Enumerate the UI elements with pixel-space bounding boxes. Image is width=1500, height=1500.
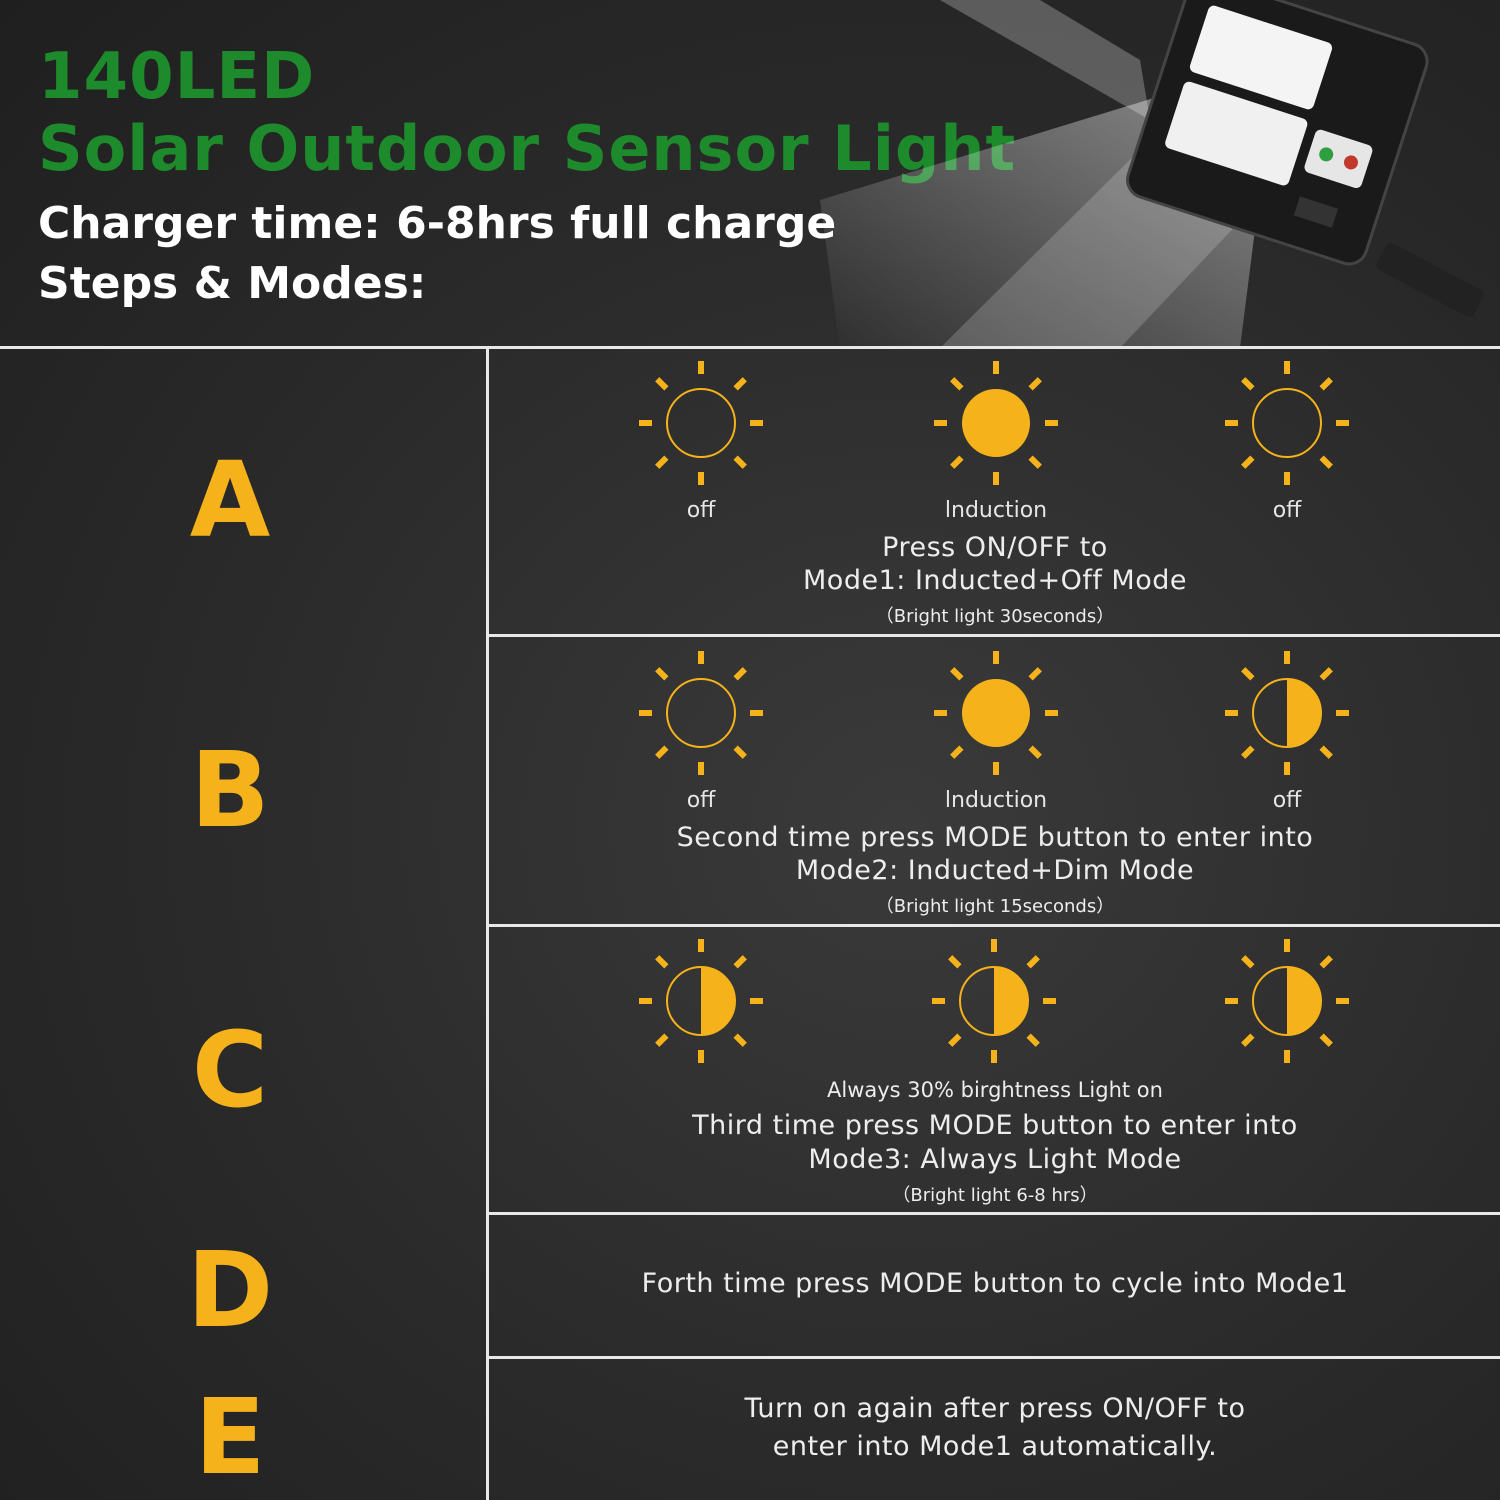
- mode-a-label-3: off: [1272, 498, 1302, 523]
- solar-lamp-image: [820, 0, 1484, 348]
- step-letter-e: E: [194, 1376, 266, 1498]
- mode-b-label-2: lnduction: [944, 788, 1048, 813]
- mode-a-note: （Bright light 30seconds）: [875, 606, 1115, 627]
- mode-a-line2: Mode1: Inducted+Off Mode: [803, 565, 1187, 596]
- mode-c-note: （Bright light 6-8 hrs）: [892, 1185, 1098, 1206]
- step-letter-b: B: [190, 729, 270, 851]
- divider-cd: [488, 1212, 1500, 1215]
- divider-top: [0, 346, 1500, 349]
- mode-b-note: （Bright light 15seconds）: [875, 896, 1115, 917]
- mode-b-line1: Second time press MODE button to enter i…: [676, 822, 1314, 853]
- divider-vertical: [486, 348, 489, 1500]
- mode-b-label-1: off: [686, 788, 716, 813]
- step-letter-d: D: [186, 1229, 274, 1351]
- sun-outline-icon: [636, 648, 766, 778]
- sun-filled-icon: [931, 648, 1061, 778]
- mode-c-caption: Always 30% birghtness Light on: [827, 1078, 1163, 1102]
- steps-label: Steps & Modes:: [38, 258, 427, 309]
- title-line1: 140LED: [38, 40, 316, 114]
- mode-c-line2: Mode3: Always Light Mode: [808, 1144, 1182, 1175]
- sun-filled-icon: [931, 358, 1061, 488]
- charge-time: Charger time: 6-8hrs full charge: [38, 198, 837, 249]
- header: 140LED Solar Outdoor Sensor Light Charge…: [0, 0, 1500, 348]
- mode-d-line1: Forth time press MODE button to cycle in…: [641, 1268, 1349, 1299]
- mode-a-label-1: off: [686, 498, 716, 523]
- mode-c-line1: Third time press MODE button to enter in…: [692, 1110, 1298, 1141]
- mode-e-line1: Turn on again after press ON/OFF to: [744, 1393, 1246, 1424]
- step-letter-c: C: [191, 1009, 269, 1131]
- divider-ab: [488, 634, 1500, 637]
- divider-de: [488, 1356, 1500, 1359]
- mode-b-line2: Mode2: Inducted+Dim Mode: [795, 855, 1195, 886]
- sun-half-icon: [636, 936, 766, 1066]
- step-letter-a: A: [189, 439, 271, 561]
- mode-a-label-2: lnduction: [944, 498, 1048, 523]
- mode-e-line2: enter into Mode1 automatically.: [772, 1431, 1218, 1462]
- mode-b-label-3: off: [1272, 788, 1302, 813]
- mode-a-line1: Press ON/OFF to: [882, 532, 1108, 563]
- sun-outline-icon: [1222, 358, 1352, 488]
- divider-bc: [488, 924, 1500, 927]
- sun-outline-icon: [636, 358, 766, 488]
- sun-half-icon: [929, 936, 1059, 1066]
- sun-half-icon: [1222, 936, 1352, 1066]
- title-line2: Solar Outdoor Sensor Light: [38, 112, 1017, 185]
- sun-half-icon: [1222, 648, 1352, 778]
